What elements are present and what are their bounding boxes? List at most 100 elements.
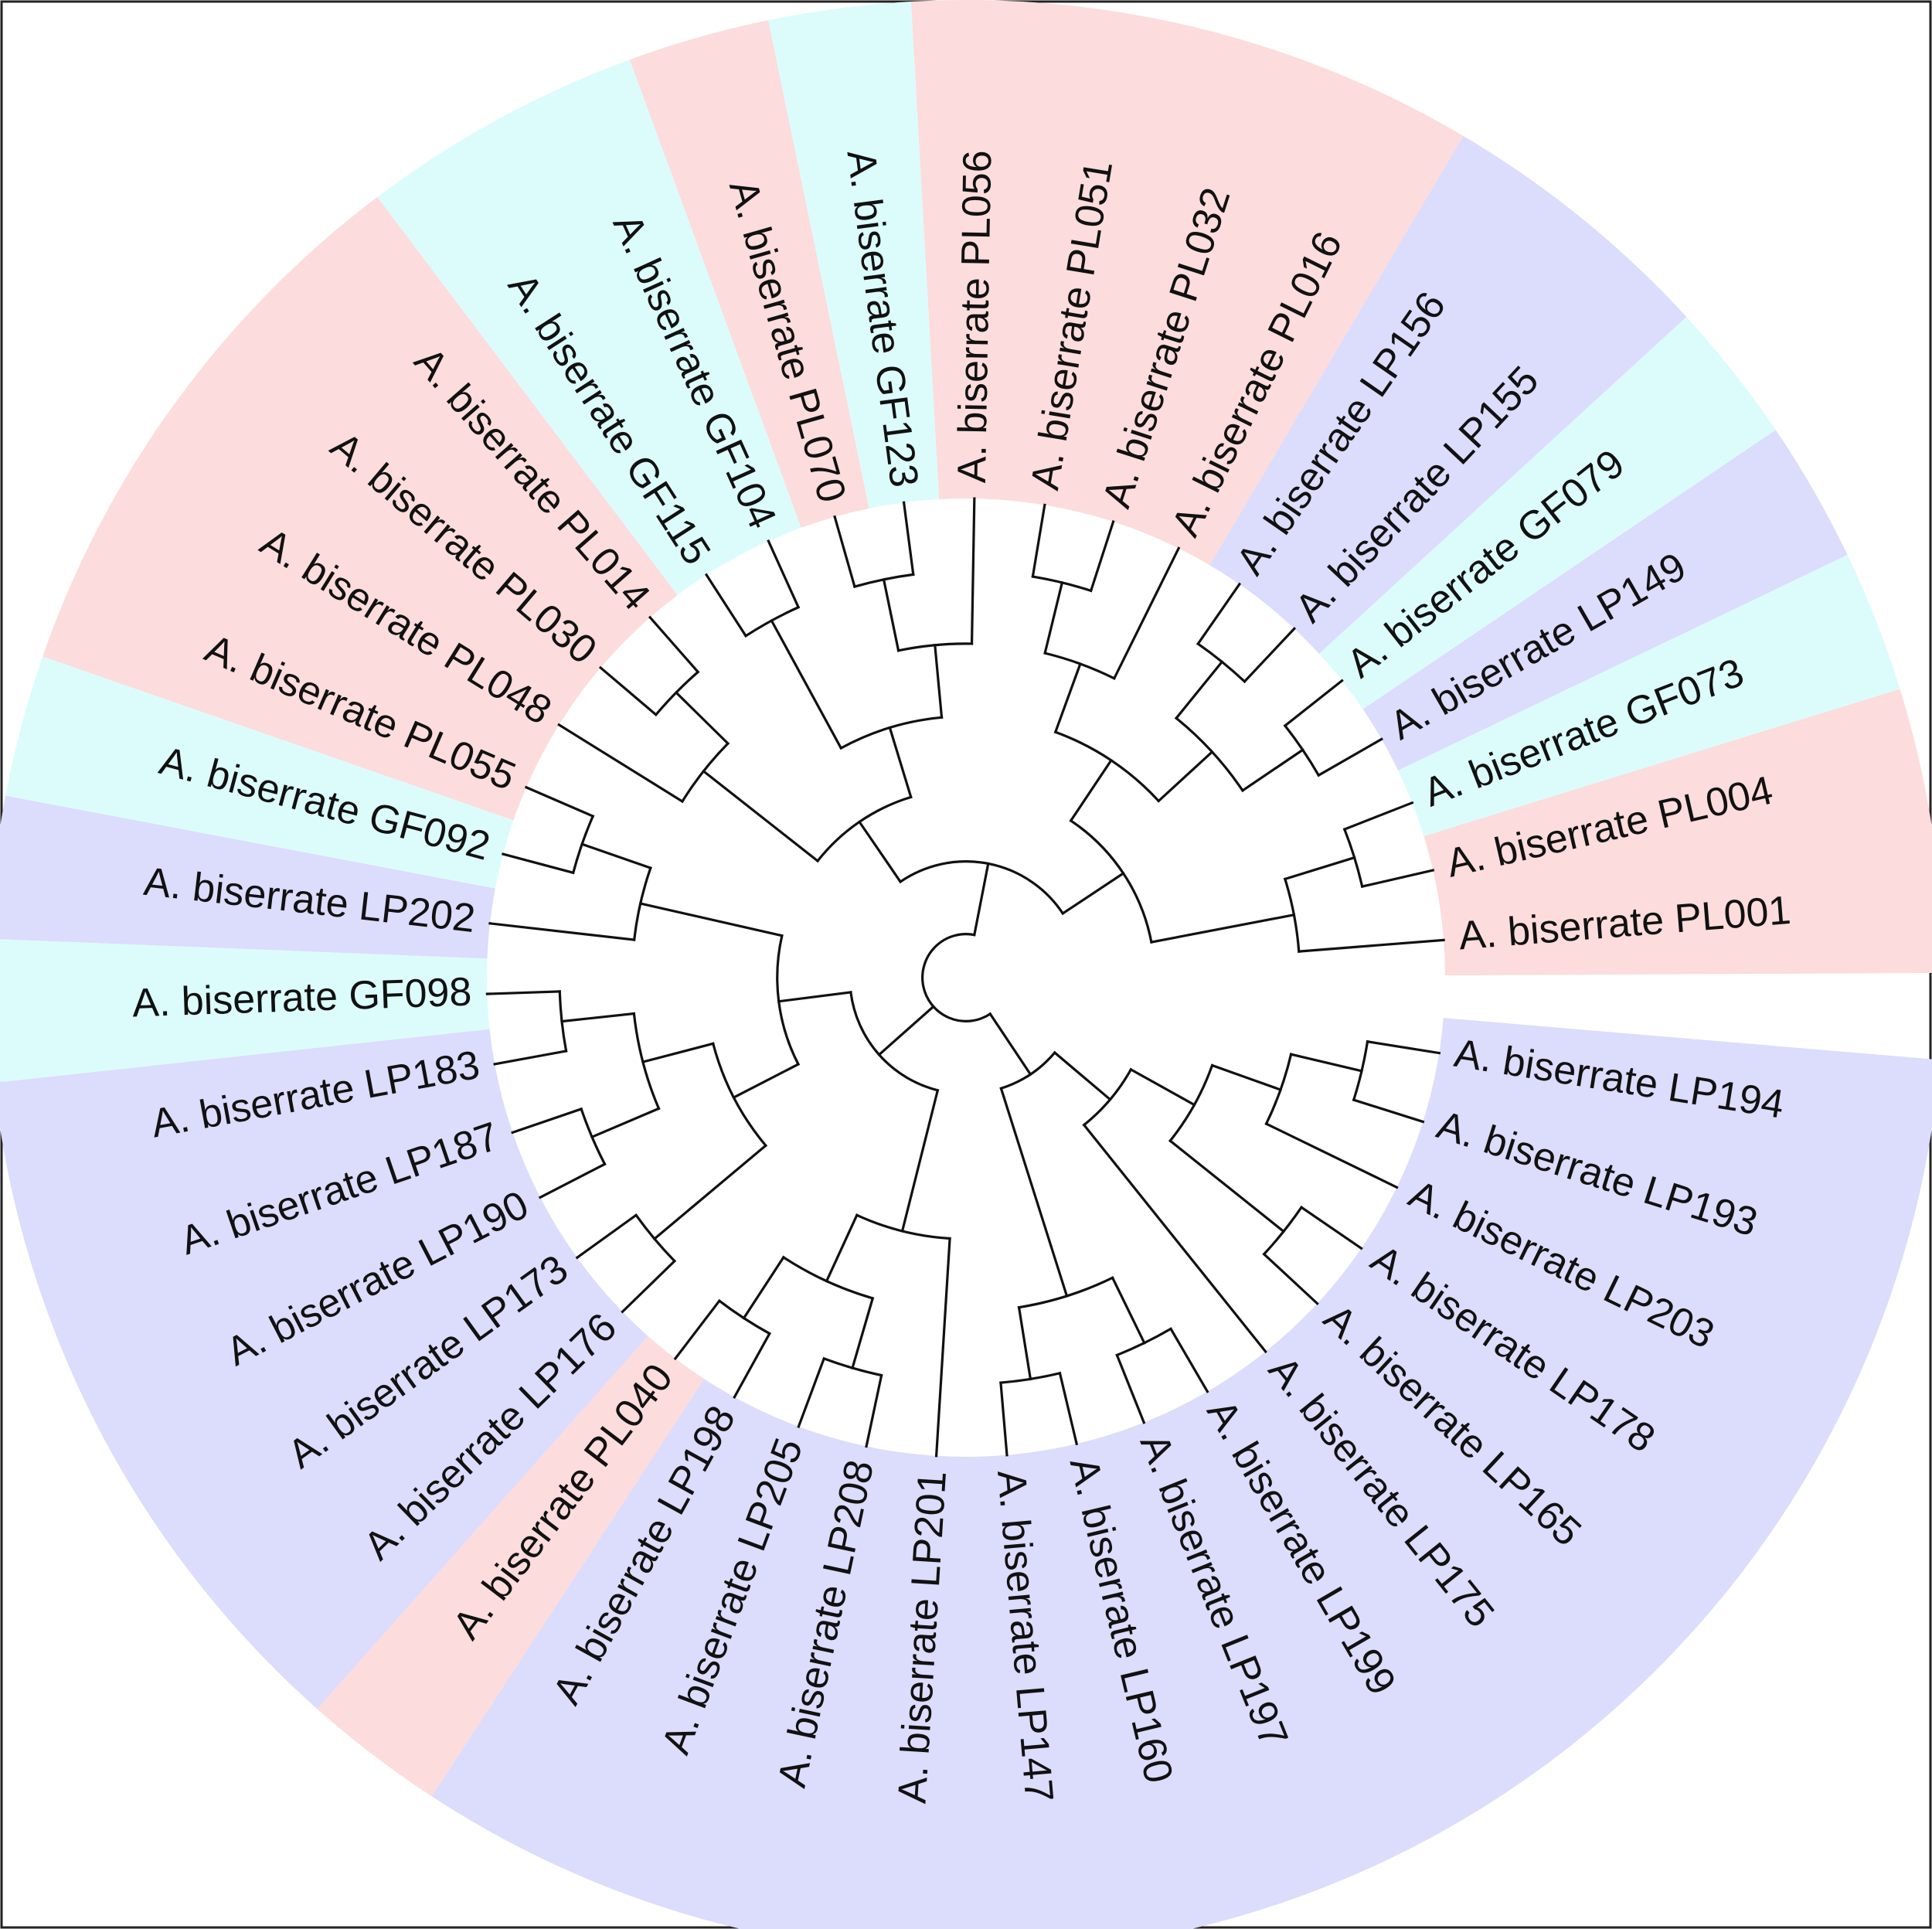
- branch-radial-48: [1061, 871, 1125, 916]
- branch-radial-60: [511, 1107, 583, 1135]
- branch-radial-57: [485, 990, 561, 995]
- sector-pl-9: [43, 197, 678, 821]
- branch-radial-46: [702, 769, 820, 863]
- branch-radial-12: [1240, 748, 1304, 793]
- branch-radial-34: [704, 573, 748, 638]
- sector-pl-5: [910, 0, 1464, 566]
- branch-radial-4: [1283, 856, 1356, 881]
- branch-radial-36: [934, 644, 944, 720]
- branch-radial-25: [1069, 758, 1114, 823]
- branch-radial-93: [1115, 1353, 1146, 1424]
- branch-radial-70: [652, 1144, 768, 1241]
- branch-radial-58: [493, 1050, 568, 1066]
- branch-radial-7: [1283, 679, 1344, 728]
- branch-radial-103: [1366, 1039, 1441, 1055]
- branch-radial-66: [575, 1213, 638, 1260]
- leaf-label-10: A. biserrate PL056: [950, 150, 1001, 484]
- branch-radial-91: [1058, 1371, 1079, 1446]
- branch-radial-117: [972, 862, 990, 937]
- branch-radial-22: [1053, 662, 1082, 734]
- branch-radial-24: [1150, 913, 1296, 944]
- branch-radial-94: [1168, 1327, 1209, 1393]
- branch-radial-119: [988, 1012, 1032, 1077]
- branch-radial-18: [1112, 546, 1181, 680]
- branch-radial-99: [1262, 1252, 1319, 1305]
- sector-lp-2: [1362, 430, 1848, 771]
- branch-radial-108: [1168, 1138, 1286, 1233]
- branch-radial-10: [1196, 582, 1242, 646]
- branch-radial-109: [1210, 1063, 1283, 1092]
- branch-radial-27: [902, 501, 915, 577]
- branch-radial-45: [888, 726, 913, 799]
- branch-radial-112: [1129, 1067, 1196, 1107]
- sector-lp-4: [1209, 135, 1687, 654]
- branch-radial-15: [1089, 519, 1115, 593]
- branch-radial-67: [621, 1259, 677, 1314]
- branch-radial-69: [641, 1042, 715, 1064]
- branch-radial-51: [524, 785, 595, 818]
- branch-radial-90: [999, 1381, 1009, 1457]
- branch-radial-43: [557, 723, 685, 804]
- sector-pl-14: [317, 1335, 705, 1797]
- branch-radial-73: [732, 1062, 801, 1100]
- branch-radial-42: [674, 690, 730, 746]
- sector-gf-3: [1318, 316, 1776, 709]
- branch-radial-33: [767, 539, 801, 609]
- branch-radial-100: [1299, 1205, 1363, 1250]
- sector-lp-11: [0, 795, 495, 959]
- branch-radial-84: [825, 1213, 859, 1283]
- sector-gf-10: [5, 656, 514, 889]
- branch-radial-87: [777, 991, 852, 1003]
- branch-radial-13: [1174, 660, 1224, 720]
- branch-radial-16: [1031, 503, 1046, 578]
- branch-radial-88: [900, 1088, 940, 1233]
- branch-radial-96: [1017, 1305, 1032, 1381]
- branch-radial-72: [638, 902, 784, 937]
- branch-radial-114: [999, 1087, 1069, 1298]
- branch-radial-0: [1360, 869, 1435, 889]
- branch-radial-19: [1043, 580, 1064, 655]
- branch-radial-115: [1053, 1050, 1112, 1101]
- branch-radial-78: [797, 1356, 826, 1428]
- branch-radial-9: [1243, 627, 1297, 684]
- branch-radial-49: [857, 820, 903, 884]
- sector-gf-1: [1398, 554, 1900, 836]
- branch-radial-118: [877, 1005, 936, 1056]
- branch-radial-55: [488, 922, 636, 941]
- branch-radial-30: [970, 497, 976, 645]
- branch-radial-54: [580, 842, 652, 870]
- branch-radial-76: [733, 1332, 771, 1399]
- tree-branches: [485, 497, 1445, 1458]
- branch-radial-106: [1289, 1053, 1363, 1073]
- branch-radial-21: [1156, 750, 1214, 803]
- branch-radial-52: [502, 852, 575, 875]
- branch-radial-63: [560, 1012, 636, 1023]
- branch-radial-31: [882, 577, 900, 652]
- branch-radial-111: [1082, 1123, 1267, 1354]
- branch-radial-105: [1264, 1121, 1399, 1189]
- branch-radial-1: [1342, 801, 1414, 832]
- branch-radial-75: [673, 1298, 722, 1361]
- sector-pl-7: [629, 20, 869, 528]
- branch-radial-40: [598, 665, 658, 717]
- branch-radial-64: [590, 1107, 661, 1139]
- branch-arc-120: [921, 933, 992, 1022]
- branch-radial-6: [1317, 737, 1383, 777]
- branch-radial-79: [865, 1373, 883, 1448]
- branch-radial-82: [851, 1296, 875, 1370]
- sector-gf-12: [0, 939, 490, 1083]
- branch-radial-28: [833, 515, 856, 589]
- sector-gf-8: [377, 60, 801, 596]
- branch-radial-3: [1298, 938, 1445, 953]
- branch-radial-39: [648, 615, 700, 674]
- branch-radial-37: [770, 618, 843, 750]
- branch-radial-85: [934, 1237, 951, 1458]
- branch-radial-97: [1111, 1276, 1146, 1345]
- branch-radial-61: [538, 1162, 607, 1199]
- branch-radial-102: [1352, 1098, 1425, 1124]
- sector-lp-15: [431, 1018, 1932, 1929]
- sector-lp-13: [0, 1029, 648, 1710]
